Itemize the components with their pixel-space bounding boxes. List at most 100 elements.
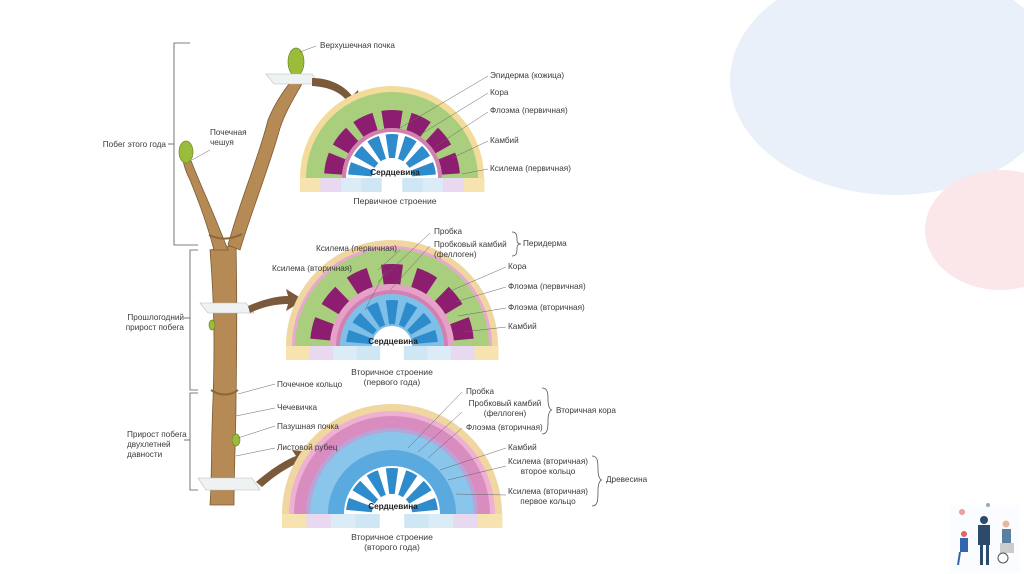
s3-xylem-primary xyxy=(398,470,418,498)
s1-phloem-bundle xyxy=(381,110,403,129)
s2-base-strip xyxy=(450,346,475,360)
s3-label-cork-cambium: Пробковый камбий (феллоген) xyxy=(468,399,542,418)
s1-base-strip xyxy=(443,178,465,192)
bracket-icon xyxy=(168,42,198,491)
s2-base-strip xyxy=(380,346,405,360)
s1-label-phloem: Флоэма (первичная) xyxy=(490,106,568,115)
s3-label-phloem-secondary: Флоэма (вторичная) xyxy=(466,423,543,432)
s1-xylem-bundle xyxy=(397,136,417,162)
s2-phloem-primary xyxy=(411,268,438,295)
cross-sections xyxy=(282,86,503,528)
s2-label-cambium: Камбий xyxy=(508,322,537,331)
s1-caption: Первичное строение xyxy=(353,196,437,206)
s3-xylem-primary xyxy=(352,480,379,504)
s1-xylem-bundle xyxy=(410,162,436,177)
s3-xylem-primary xyxy=(346,497,374,513)
bracket-icon xyxy=(511,231,603,507)
s1-xylem-bundle xyxy=(353,145,379,168)
s2-base-strip xyxy=(333,346,358,360)
s3-xylem-primary xyxy=(405,480,432,504)
s3-base-strip xyxy=(404,514,430,528)
s2-caption: Вторичное строение (первого года) xyxy=(351,367,433,387)
s1-base-strip xyxy=(381,178,403,192)
s1-phloem-bundle xyxy=(425,127,452,154)
s3-caption: Вторичное строение (второго года) xyxy=(351,532,433,552)
s2-base-strip xyxy=(474,346,499,360)
s1-phloem-bundle xyxy=(406,112,431,137)
label-two-year-growth: Прирост побега двухлетней давности xyxy=(127,430,187,459)
s3-base-strip xyxy=(453,514,479,528)
s2-phloem-primary xyxy=(434,286,463,315)
s2-base-strip xyxy=(286,346,311,360)
label-bud-scale: Почечная чешуя xyxy=(210,128,247,147)
s3-label-wood: Древесина xyxy=(606,475,648,484)
s2-xylem-primary xyxy=(346,329,372,345)
people-illustration-icon xyxy=(950,503,1020,573)
label-last-year-growth: Прошлогодний прирост побега xyxy=(125,313,184,332)
s2-phloem-primary xyxy=(321,286,350,315)
s1-base-strip xyxy=(320,178,342,192)
s2-label-cork: Пробка xyxy=(434,227,462,236)
label-this-year-shoot: Побег этого года xyxy=(102,140,166,149)
s2-base-strip xyxy=(427,346,452,360)
s3-xylem-primary xyxy=(366,470,386,498)
s1-xylem-bundle xyxy=(385,134,399,159)
s3-label-pith: Сердцевина xyxy=(368,502,418,511)
s1-label-cambium: Камбий xyxy=(490,136,519,145)
s1-base-strip xyxy=(463,178,485,192)
background-blob-blue xyxy=(730,0,1024,195)
label-lenticel: Чечевичка xyxy=(277,403,318,412)
apical-bud-icon xyxy=(287,47,305,77)
s1-base-strip xyxy=(422,178,444,192)
s1-phloem-bundle xyxy=(353,112,378,137)
s2-phloem-primary xyxy=(450,317,474,341)
section-plate-3 xyxy=(197,477,261,491)
s2-xylem-primary xyxy=(398,302,418,328)
s1-label-xylem: Ксилема (первичная) xyxy=(490,164,571,173)
s2-xylem-primary xyxy=(366,302,386,328)
s1-xylem-bundle xyxy=(367,136,387,162)
s3-base-strip xyxy=(379,514,405,528)
s1-base-strip xyxy=(340,178,362,192)
s1-label-pith: Сердцевина xyxy=(370,168,420,177)
s3-base-strip xyxy=(355,514,381,528)
s1-phloem-bundle xyxy=(324,152,346,175)
s3-base-strip xyxy=(282,514,307,528)
s2-base-strip xyxy=(309,346,334,360)
s1-base-strip xyxy=(402,178,424,192)
label-leaf-scar: Листовой рубец xyxy=(277,443,338,452)
label-axillary-bud: Пазушная почка xyxy=(277,422,339,431)
s2-label-xylem-secondary: Ксилема (вторичная) xyxy=(272,264,352,273)
s3-base-strip xyxy=(330,514,356,528)
s2-label-cork-cambium: Пробковый камбий (феллоген) xyxy=(434,240,507,259)
s2-pith xyxy=(372,326,412,346)
s2-label-phloem-primary: Флоэма (первичная) xyxy=(508,282,586,291)
s3-base-strip xyxy=(477,514,503,528)
stem-illustration xyxy=(178,47,321,506)
s2-xylem-primary xyxy=(352,312,377,335)
s1-base-strip xyxy=(300,178,321,192)
s3-base-strip xyxy=(306,514,332,528)
s3-label-secondary-bark: Вторичная кора xyxy=(556,406,616,415)
s2-xylem-primary xyxy=(407,312,432,335)
s3-label-xylem-second-ring: Ксилема (вторичная) второе кольцо xyxy=(508,457,588,476)
s1-xylem-bundle xyxy=(348,162,374,177)
s1-label-cortex: Кора xyxy=(490,88,509,97)
s2-label-cortex: Кора xyxy=(508,262,527,271)
s1-label-epidermis: Эпидерма (кожица) xyxy=(490,71,565,80)
s3-xylem-primary xyxy=(410,497,438,513)
lateral-bud-icon xyxy=(178,140,194,164)
section-plate-2 xyxy=(199,302,255,314)
s2-xylem-primary xyxy=(412,329,438,345)
s3-xylem-primary xyxy=(385,468,399,495)
s1-xylem-bundle xyxy=(405,145,431,168)
s2-base-strip xyxy=(356,346,381,360)
s3-label-xylem-first-ring: Ксилема (вторичная) первое кольцо xyxy=(508,487,588,506)
s1-phloem-bundle xyxy=(332,127,359,154)
s3-base-strip xyxy=(428,514,454,528)
s2-label-phloem-secondary: Флоэма (вторичная) xyxy=(508,303,585,312)
s2-label-xylem-primary: Ксилема (первичная) xyxy=(316,244,397,253)
background-blob-pink xyxy=(925,170,1024,290)
s3-pith xyxy=(372,494,412,514)
